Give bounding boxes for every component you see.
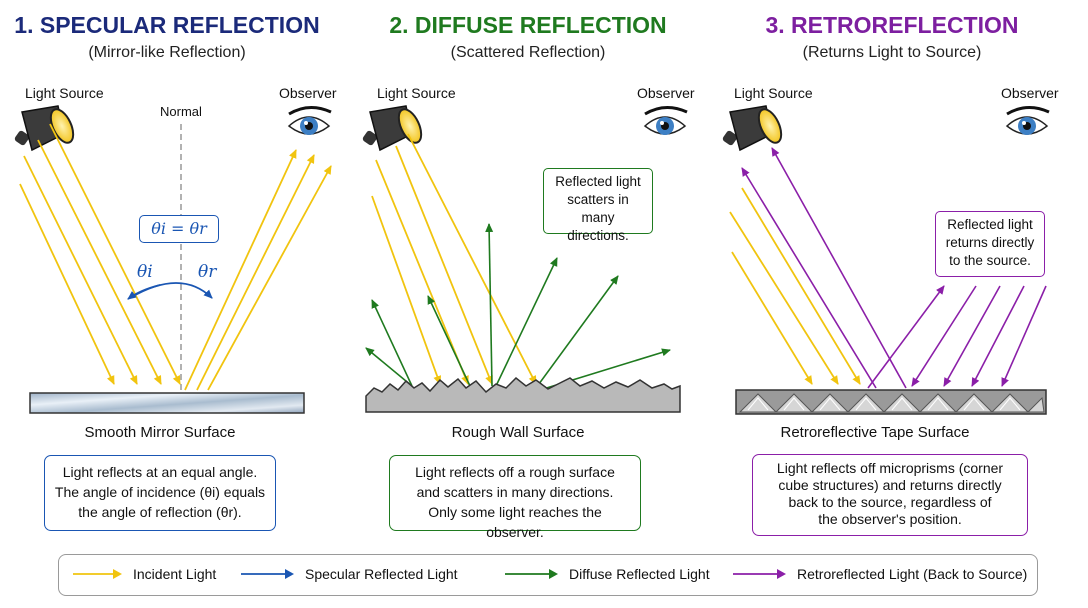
retro-callout: Reflected light returns directly to the …: [935, 211, 1045, 277]
panel3-title: 3. RETROREFLECTION: [765, 12, 1019, 38]
eye-icon: [287, 106, 332, 135]
diffuse-callout: Reflected light scatters in many directi…: [543, 168, 653, 243]
legend-label: Specular Reflected Light: [305, 566, 458, 582]
panel2-subtitle: (Scattered Reflection): [450, 44, 606, 61]
legend-arrow-icon: [73, 569, 122, 579]
rough-wall-surface: [365, 376, 681, 413]
legend-arrow-icon: [505, 569, 558, 579]
angle-arc-start: [127, 284, 161, 300]
legend-label: Incident Light: [133, 566, 217, 582]
observer-label: Observer: [1001, 85, 1059, 101]
spotlight-icon: [722, 105, 783, 152]
observer-label: Observer: [637, 85, 695, 101]
legend-arrow-icon: [241, 569, 294, 579]
theta-i-label: θi: [137, 262, 153, 282]
surface-label: Rough Wall Surface: [451, 424, 585, 441]
panel3-subtitle: (Returns Light to Source): [802, 44, 982, 61]
surface-label: Smooth Mirror Surface: [84, 424, 236, 441]
legend-label: Diffuse Reflected Light: [569, 566, 710, 582]
angle-equation: θi = θr: [139, 215, 219, 243]
retroreflective-tape-surface: [735, 389, 1047, 415]
panel1-title: 1. SPECULAR REFLECTION: [14, 12, 320, 38]
legend-label: Retroreflected Light (Back to Source): [797, 566, 1028, 582]
description-line: the observer's position.: [818, 511, 962, 527]
description-line: The angle of incidence (θi) equals: [54, 484, 266, 500]
legend: Incident Light Specular Reflected Light …: [58, 554, 1038, 596]
panel2-title: 2. DIFFUSE REFLECTION: [389, 12, 667, 38]
description-line: back to the source, regardless of: [788, 494, 992, 510]
legend-item-incident: Incident Light: [71, 566, 216, 582]
callout-line: Reflected light: [947, 217, 1033, 232]
description-line: Light reflects off microprisms (corner: [776, 460, 1004, 476]
normal-label: Normal: [160, 104, 202, 119]
retro-description: Light reflects off microprisms (corner c…: [752, 454, 1028, 536]
callout-line: returns directly: [945, 235, 1035, 250]
description-line: Light reflects off a rough surface: [415, 464, 615, 480]
incident-rays: [371, 133, 537, 385]
specular-reflected-rays: [184, 149, 332, 391]
callout-line: to the source.: [949, 253, 1031, 268]
light-source-label: Light Source: [734, 85, 813, 101]
incident-rays: [729, 187, 861, 385]
panel1-subtitle: (Mirror-like Reflection): [88, 44, 246, 61]
light-source-label: Light Source: [377, 85, 456, 101]
description-line: and scatters in many directions.: [416, 484, 614, 500]
incident-rays: [19, 123, 181, 385]
legend-arrow-icon: [733, 569, 786, 579]
observer-label: Observer: [279, 85, 337, 101]
diffuse-description: Light reflects off a rough surface and s…: [389, 455, 641, 540]
callout-line: Reflected light: [555, 174, 641, 189]
eye-icon: [1005, 106, 1050, 135]
callout-line: scatters in many: [567, 192, 629, 225]
description-line: Light reflects at an equal angle.: [62, 464, 258, 480]
callout-line: directions.: [567, 228, 629, 243]
theta-r-label: θr: [198, 262, 217, 282]
description-line: the angle of reflection (θr).: [78, 504, 242, 520]
legend-item-specular: Specular Reflected Light: [239, 566, 458, 582]
legend-item-diffuse: Diffuse Reflected Light: [503, 566, 710, 582]
retroreflected-rays: [741, 147, 1047, 389]
specular-description: Light reflects at an equal angle. The an…: [44, 455, 276, 531]
description-line: cube structures) and returns directly: [778, 477, 1002, 493]
spotlight-icon: [14, 105, 75, 152]
mirror-surface: [29, 392, 305, 414]
surface-label: Retroreflective Tape Surface: [780, 424, 970, 441]
light-source-label: Light Source: [25, 85, 104, 101]
legend-item-retro: Retroreflected Light (Back to Source): [731, 566, 1027, 582]
eye-icon: [643, 106, 688, 135]
description-line: Only some light reaches the observer.: [428, 504, 602, 540]
spotlight-icon: [362, 105, 423, 152]
